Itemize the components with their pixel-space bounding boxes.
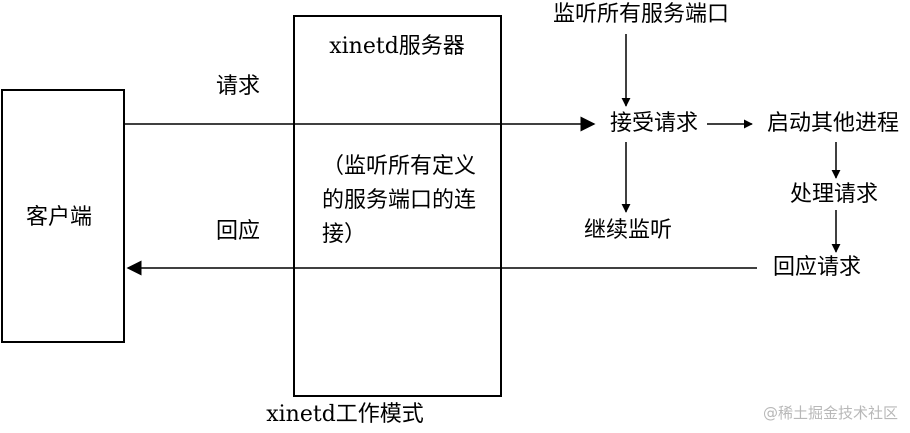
server-caption: xinetd工作模式 — [266, 402, 424, 427]
respond-label: 回应请求 — [772, 255, 862, 280]
accept-label: 接受请求 — [609, 111, 699, 136]
start-process-label: 启动其他进程 — [766, 111, 900, 136]
client-box — [1, 89, 125, 343]
server-description: （监听所有定义的服务端口的连接） — [322, 154, 477, 247]
client-label: 客户端 — [26, 205, 93, 230]
handle-label: 处理请求 — [789, 182, 879, 207]
server-title: xinetd服务器 — [329, 34, 465, 59]
listen-all-label: 监听所有服务端口 — [552, 2, 730, 27]
watermark: @稀土掘金技术社区 — [762, 404, 898, 422]
continue-listen-label: 继续监听 — [583, 218, 673, 243]
server-box — [293, 15, 502, 397]
request-label: 请求 — [216, 74, 261, 99]
response-label: 回应 — [216, 219, 261, 244]
